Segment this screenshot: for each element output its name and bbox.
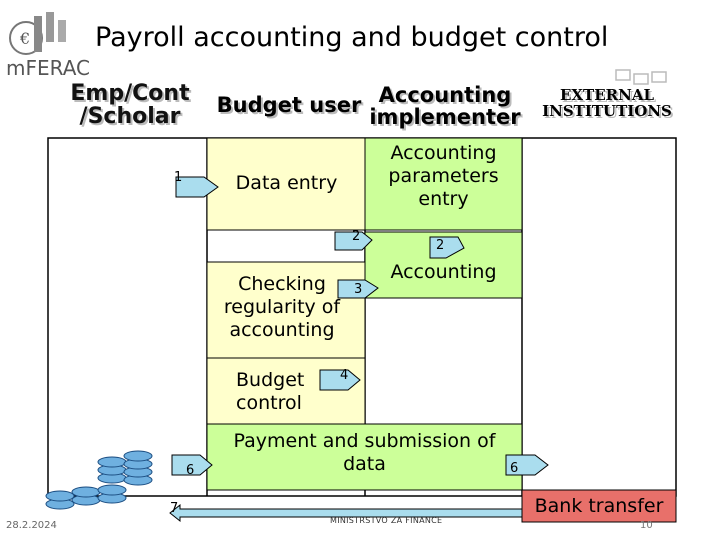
step-bank-transfer: Bank transfer xyxy=(534,495,664,517)
step-number-1: 1 xyxy=(174,170,183,185)
cell-accounting-params xyxy=(364,137,523,231)
institution-icon xyxy=(615,69,667,85)
arrow-step-6a xyxy=(171,454,213,476)
column-header-emp: Emp/Cont /Scholar xyxy=(70,81,190,130)
step-number-7: 7 xyxy=(170,501,179,516)
step-checking-regularity: Checking regularity of accounting xyxy=(223,273,341,342)
arrow-step-1 xyxy=(175,176,219,198)
svg-text:€: € xyxy=(19,29,30,48)
step-number-2b: 2 xyxy=(436,238,445,253)
cell-bank-transfer xyxy=(521,489,677,523)
step-number-3: 3 xyxy=(354,282,363,297)
cell-budget-control xyxy=(206,357,366,425)
cell-budget-data-entry xyxy=(206,137,366,231)
cell-budget-checking xyxy=(206,261,366,359)
step-number-6a: 6 xyxy=(186,463,195,478)
arrow-step-4 xyxy=(319,369,361,391)
coins-icon xyxy=(45,450,153,510)
page-number: 10 xyxy=(640,520,653,531)
step-budget-control: Budget control xyxy=(236,369,305,415)
cell-payment xyxy=(206,423,523,491)
arrow-step-2b xyxy=(429,236,465,259)
step-accounting-parameters: Accounting parameters entry xyxy=(388,142,499,211)
step-number-4: 4 xyxy=(340,368,349,383)
step-payment-submission: Payment and submission of data xyxy=(233,430,496,476)
page-title: Payroll accounting and budget control xyxy=(95,22,609,53)
arrow-step-2a xyxy=(334,231,373,251)
footer-ministry: MINISTRSTVO ZA FINANCE xyxy=(330,516,443,525)
step-accounting: Accounting xyxy=(390,261,497,283)
step-number-2a: 2 xyxy=(352,229,361,244)
logo-text: mFERAC xyxy=(6,56,91,80)
step-number-6b: 6 xyxy=(510,461,519,476)
logo-icon: € xyxy=(9,12,66,55)
arrow-step-7 xyxy=(169,503,531,523)
footer-date: 28.2.2024 xyxy=(6,520,57,531)
arrow-step-6b xyxy=(505,454,549,476)
arrow-step-3 xyxy=(337,279,379,299)
step-data-entry: Data entry xyxy=(235,172,338,194)
column-header-accounting-implementer: Accounting implementer xyxy=(369,83,521,130)
column-header-budget-user: Budget user xyxy=(216,93,362,117)
column-header-external-institutions: EXTERNAL INSTITUTIONS xyxy=(542,86,672,120)
